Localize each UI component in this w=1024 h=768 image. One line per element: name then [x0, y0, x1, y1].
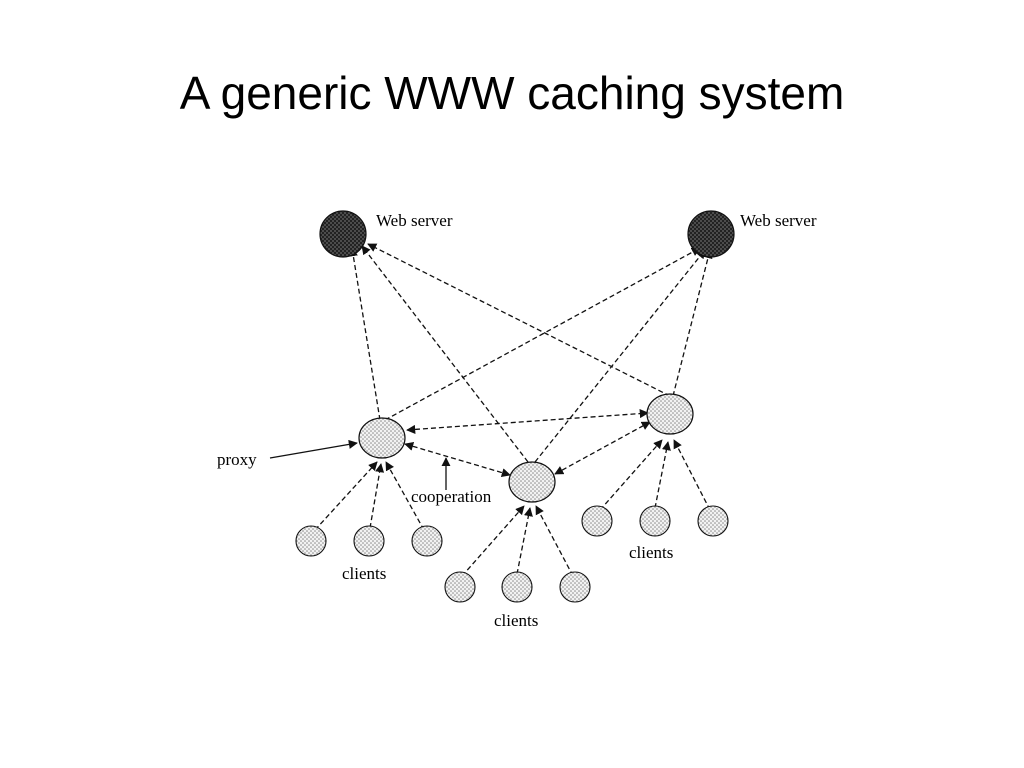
client-links	[314, 439, 711, 577]
proxy-pointer-arrow	[269, 439, 358, 459]
coop-left-right	[406, 409, 649, 434]
link-proxy-left-to-server-left	[348, 247, 381, 421]
clients-center-group	[444, 571, 591, 603]
link-proxy-left-to-server-right	[384, 247, 701, 421]
client-link	[673, 439, 711, 511]
client-node	[697, 505, 729, 537]
client-link	[516, 507, 533, 575]
proxy-center-node	[508, 461, 556, 503]
coop-center-right	[554, 421, 651, 475]
client-node	[581, 505, 613, 537]
client-node	[559, 571, 591, 603]
link-proxy-center-to-server-left	[361, 245, 529, 463]
proxy-left-node	[358, 417, 406, 459]
client-link	[369, 463, 385, 529]
client-link	[535, 505, 574, 577]
link-proxy-right-to-server-right	[672, 249, 713, 397]
client-node	[411, 525, 443, 557]
web-server-left-node	[319, 210, 367, 258]
clients-right-label: clients	[629, 543, 673, 562]
link-proxy-right-to-server-left	[367, 243, 671, 397]
slide-title: A generic WWW caching system	[179, 67, 845, 119]
client-link	[654, 441, 671, 509]
proxy-label: proxy	[217, 450, 257, 469]
client-link	[385, 461, 425, 531]
client-node	[444, 571, 476, 603]
web-server-right-label: Web server	[740, 211, 817, 230]
client-node	[353, 525, 385, 557]
client-node	[501, 571, 533, 603]
proxy-right-node	[646, 393, 694, 435]
clients-right-group	[581, 505, 729, 537]
web-server-right-node	[687, 210, 735, 258]
cooperation-label: cooperation	[411, 487, 492, 506]
client-link	[461, 505, 525, 577]
client-link	[314, 461, 378, 531]
clients-left-group	[295, 525, 443, 557]
clients-left-label: clients	[342, 564, 386, 583]
client-link	[599, 439, 663, 511]
web-server-left-label: Web server	[376, 211, 453, 230]
clients-center-label: clients	[494, 611, 538, 630]
proxy-server-links	[348, 243, 713, 463]
client-node	[639, 505, 671, 537]
link-proxy-center-to-server-right	[534, 249, 706, 463]
cooperation-links	[404, 409, 651, 478]
coop-left-center	[404, 441, 511, 478]
client-node	[295, 525, 327, 557]
